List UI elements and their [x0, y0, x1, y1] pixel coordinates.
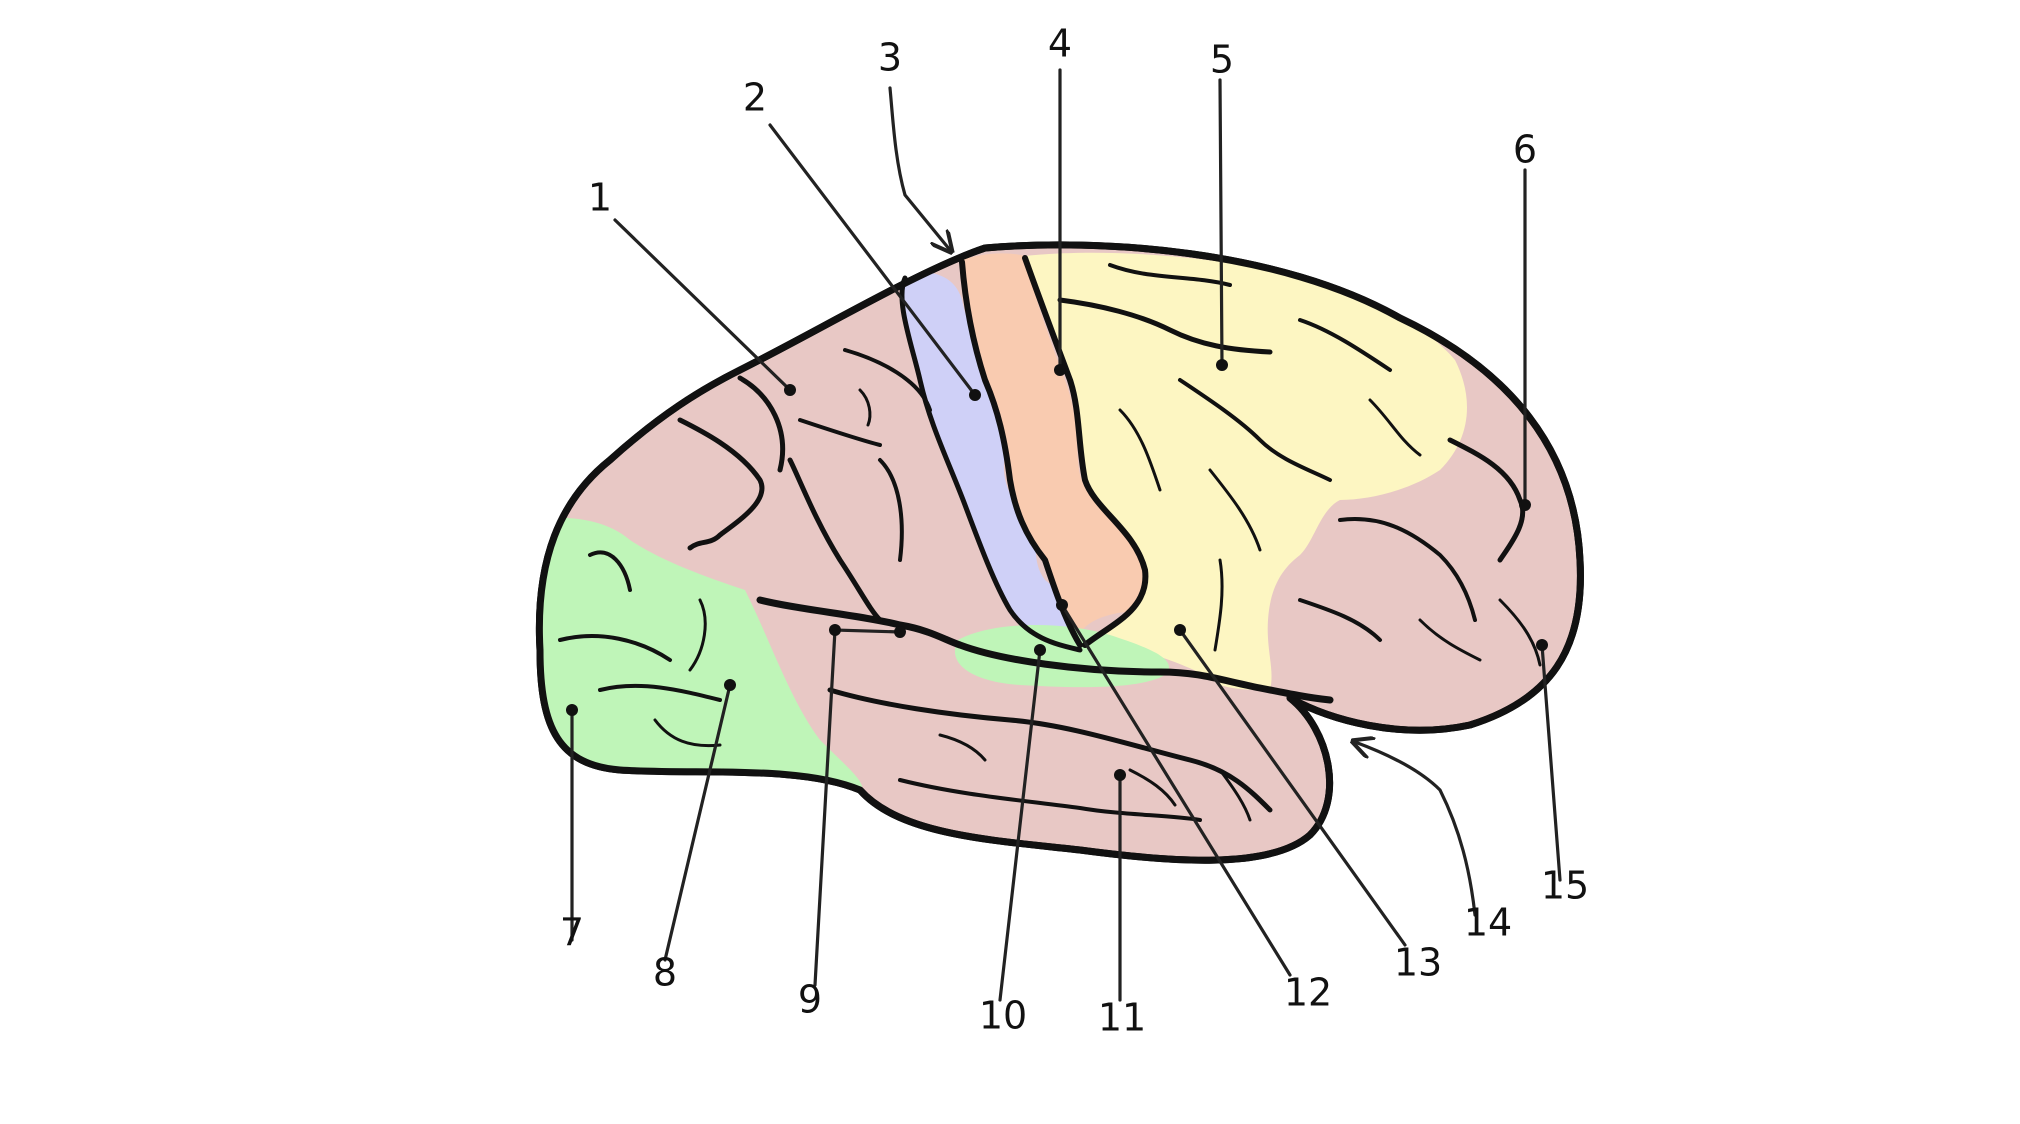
- peach-strip-region: [962, 253, 1149, 640]
- label-8: 8: [653, 951, 677, 995]
- label-3: 3: [878, 36, 902, 80]
- leader-dots: [566, 359, 1548, 781]
- label-14: 14: [1464, 901, 1512, 945]
- lavender-strip-region: [901, 272, 1082, 650]
- yellow-parietal-region: [1025, 252, 1467, 690]
- label-4: 4: [1048, 22, 1072, 66]
- label-1: 1: [588, 176, 612, 220]
- label-5: 5: [1210, 38, 1234, 82]
- label-15: 15: [1541, 864, 1589, 908]
- label-10: 10: [979, 994, 1027, 1038]
- label-13: 13: [1394, 941, 1442, 985]
- label-6: 6: [1513, 128, 1537, 172]
- number-labels: 1 2 3 4 5 6 7 8 9 10 11 12 13 14 15: [560, 22, 1589, 1040]
- label-2: 2: [743, 76, 767, 120]
- leader-lines: [570, 68, 1562, 1002]
- label-7: 7: [560, 911, 584, 955]
- green-frontal-region: [539, 517, 863, 797]
- label-11: 11: [1098, 996, 1146, 1040]
- label-12: 12: [1284, 971, 1332, 1015]
- brain-outline-stroke: [535, 241, 1584, 864]
- label-9: 9: [798, 978, 822, 1022]
